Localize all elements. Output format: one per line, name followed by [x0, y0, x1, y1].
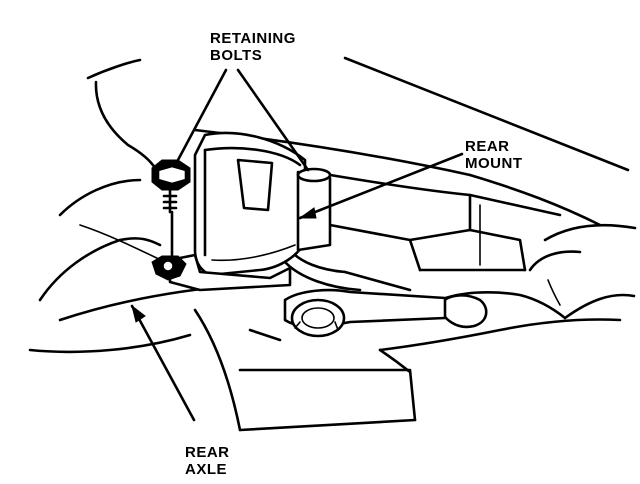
- retaining-bolts-label-line2: BOLTS: [210, 47, 263, 64]
- axle-link: [283, 248, 412, 292]
- rear-mount-block: [193, 131, 307, 277]
- mount-base-plate: [168, 253, 292, 292]
- rear-axle-label: REAR AXLE: [185, 444, 230, 478]
- upper-retaining-bolt: [151, 159, 191, 262]
- ratchet-wrench: [283, 288, 447, 338]
- rear-mount-label: REAR MOUNT: [465, 138, 523, 172]
- lower-retaining-bolt: [151, 255, 187, 281]
- leader-lines: [130, 68, 464, 422]
- rear-axle-label-line2: AXLE: [185, 461, 228, 478]
- crossmember: [298, 168, 562, 272]
- rear-axle-label-line1: REAR: [185, 444, 230, 461]
- rear-mount-label-line1: REAR: [465, 138, 510, 155]
- right-hand: [378, 223, 637, 352]
- retaining-bolts-label: RETAINING BOLTS: [210, 30, 296, 64]
- retaining-bolts-label-line1: RETAINING: [210, 30, 296, 47]
- rear-mount-label-line2: MOUNT: [465, 155, 523, 172]
- left-hand: [38, 58, 166, 302]
